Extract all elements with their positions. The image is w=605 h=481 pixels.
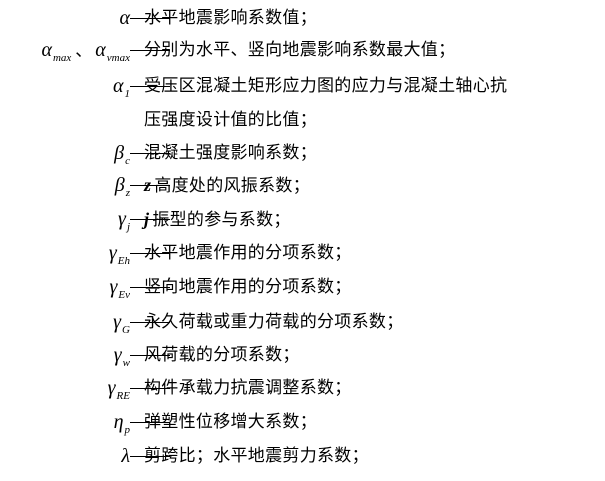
dash-separator: [130, 388, 170, 389]
definition-row-eta-p: ηp 弹塑性位移增大系数；: [0, 407, 605, 437]
definition-text: 混凝土强度影响系数；: [144, 143, 317, 163]
definition-text-continued: 压强度设计值的比值；: [144, 110, 317, 130]
dash-separator: [130, 18, 170, 19]
definition-text: 风荷载的分项系数；: [144, 345, 300, 365]
definition-text: 受压区混凝土矩形应力图的应力与混凝土轴心抗: [144, 76, 508, 96]
definition-row-gamma-w: γw 风荷载的分项系数；: [0, 340, 605, 370]
dash-separator: [130, 153, 170, 154]
symbol: γEh: [108, 242, 130, 267]
definition-row-gamma-ev: γEv 竖向地震作用的分项系数；: [0, 272, 605, 302]
definition-text: 竖向地震作用的分项系数；: [144, 277, 352, 297]
dash-separator: [130, 355, 170, 356]
symbol: βc: [114, 142, 130, 167]
dash-separator: [130, 322, 170, 323]
definition-row-lambda: λ 剪跨比；水平地震剪力系数；: [0, 441, 605, 471]
symbol: γEv: [109, 276, 131, 301]
symbol: γG: [113, 311, 130, 336]
definition-row-alpha-1: α1 受压区混凝土矩形应力图的应力与混凝土轴心抗: [0, 71, 605, 101]
dash-separator: [130, 456, 170, 457]
symbol: α: [119, 7, 131, 29]
definition-row-beta-c: βc 混凝土强度影响系数；: [0, 138, 605, 168]
symbol: α1: [113, 75, 130, 100]
dash-separator: [130, 422, 170, 423]
symbol: βz: [114, 174, 130, 199]
symbol: γj: [118, 208, 130, 233]
symbol: γw: [113, 344, 130, 369]
symbol: λ: [121, 445, 130, 467]
definition-text: 分别为水平、竖向地震影响系数最大值；: [144, 40, 456, 60]
definition-row-gamma-g: γG 永久荷载或重力荷载的分项系数；: [0, 307, 605, 337]
dash-separator: [130, 86, 170, 87]
symbol: ηp: [113, 411, 130, 436]
definition-text: 构件承载力抗震调整系数；: [144, 378, 352, 398]
definition-text: 弹塑性位移增大系数；: [144, 412, 317, 432]
variable: z: [144, 175, 152, 195]
symbol: αmax、αvmax: [41, 39, 130, 64]
symbol: γRE: [107, 377, 130, 402]
definition-text: 永久荷载或重力荷载的分项系数；: [144, 312, 404, 332]
dash-separator: [130, 287, 170, 288]
definition-text: 水平地震影响系数值；: [144, 8, 317, 28]
definition-row-alpha-max: αmax、αvmax 分别为水平、竖向地震影响系数最大值；: [0, 35, 605, 65]
dash-separator: [130, 50, 170, 51]
definition-text: 水平地震作用的分项系数；: [144, 243, 352, 263]
definition-row-alpha: α 水平地震影响系数值；: [0, 3, 605, 33]
definition-continuation: 压强度设计值的比值；: [0, 105, 605, 135]
definition-row-gamma-re: γRE 构件承载力抗震调整系数；: [0, 373, 605, 403]
dash-separator: [130, 219, 170, 220]
definition-text: 剪跨比；水平地震剪力系数；: [144, 446, 369, 466]
dash-separator: [130, 185, 170, 186]
dash-separator: [130, 253, 170, 254]
variable: j: [144, 209, 150, 229]
definition-row-gamma-eh: γEh 水平地震作用的分项系数；: [0, 238, 605, 268]
